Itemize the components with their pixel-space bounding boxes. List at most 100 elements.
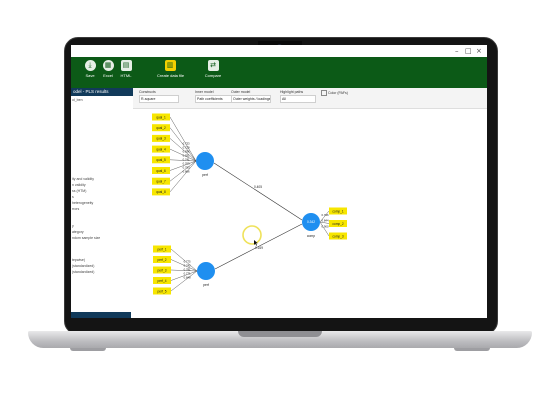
sidebar-item[interactable]: s (72, 195, 74, 199)
loading-arrow (319, 210, 330, 223)
path-arrow (213, 162, 303, 221)
indicator-box (152, 177, 170, 185)
sidebar-title: odel - PLS results (71, 88, 133, 96)
path-model-diagram: qual_10.733qual_20.729qual_30.836qual_40… (152, 113, 347, 295)
indicator-box (329, 232, 347, 240)
html-icon: ▤ (120, 60, 132, 71)
construct-node (196, 152, 214, 170)
loading-arrow (169, 160, 197, 182)
indicator-box (153, 266, 171, 274)
save-icon: ⤓ (84, 60, 96, 71)
loading-value: 0.836 (183, 149, 190, 153)
loading-value: 0.844 (322, 219, 329, 223)
title-bar: – □ × (71, 45, 487, 57)
minimize-icon[interactable]: – (455, 47, 459, 55)
sidebar-item[interactable]: ity and validity (72, 177, 94, 181)
sidebar-item[interactable]: rrors (72, 207, 80, 211)
color-checkbox[interactable]: Color (PAFs) (321, 90, 361, 96)
sidebar-item[interactable]: tepwise) (72, 258, 86, 262)
indicator-label: qual_5 (156, 158, 166, 162)
loading-value: 0.771 (184, 272, 191, 276)
sidebar-footer (71, 312, 131, 318)
constructs-control: Constructs R-square (139, 90, 179, 103)
construct-node (197, 262, 215, 280)
loading-arrow (169, 148, 197, 162)
save-button[interactable]: ⤓ Save (84, 60, 96, 78)
sidebar-item[interactable]: heterogeneity (72, 201, 94, 205)
loading-arrow (169, 160, 197, 171)
sidebar-item[interactable]: ategory (72, 230, 84, 234)
loading-value: 0.900 (322, 224, 329, 228)
sidebar-item[interactable]: n validity (72, 183, 86, 187)
compare-button[interactable]: ⇄ Compare (204, 60, 222, 78)
close-icon[interactable]: × (476, 47, 482, 55)
create-data-file-button[interactable]: ▥ Create data file (157, 60, 185, 78)
view-options-bar: Constructs R-square Inner model Path coe… (133, 88, 487, 109)
model-view: Constructs R-square Inner model Path coe… (133, 88, 487, 318)
create-data-file-icon: ▥ (164, 60, 176, 71)
loading-arrow (169, 160, 197, 193)
indicator-box (152, 167, 170, 174)
compare-icon: ⇄ (207, 60, 219, 71)
construct-value: 0.342 (307, 220, 315, 224)
loading-value: 0.742 (184, 264, 191, 268)
html-button[interactable]: ▤ HTML (120, 60, 132, 78)
outer-model-select[interactable]: Outer weights / loadings (231, 95, 271, 103)
loading-value: 0.866 (183, 170, 190, 174)
indicator-box (153, 256, 171, 263)
loading-value: 0.831 (183, 153, 190, 157)
indicator-label: qual_2 (156, 126, 166, 130)
loading-arrow (170, 248, 198, 272)
loading-arrow (169, 138, 197, 162)
indicator-label: perf_4 (157, 279, 166, 283)
construct-label: perf (202, 173, 208, 177)
construct-node (302, 213, 320, 231)
loading-value: 0.796 (322, 213, 329, 217)
indicator-box (152, 134, 170, 142)
loading-value: 0.775 (184, 260, 191, 264)
indicator-label: comp_3 (332, 234, 344, 238)
construct-label: comp (307, 234, 315, 238)
highlight-paths-select[interactable]: All (280, 95, 316, 103)
loading-arrow (170, 270, 198, 281)
results-sidebar: odel - PLS results ol_ben ity and validi… (71, 88, 133, 318)
sidebar-item[interactable]: ol_ben (72, 98, 83, 102)
laptop-base-notch (238, 331, 322, 337)
sidebar-item[interactable]: y (72, 224, 74, 228)
loading-value: 0.729 (183, 145, 190, 149)
indicator-label: qual_6 (156, 169, 166, 173)
indicator-box (329, 207, 347, 215)
loading-arrow (169, 159, 197, 162)
indicator-box (153, 277, 171, 284)
sidebar-item[interactable]: ss (HTM) (72, 189, 87, 193)
inner-model-control: Inner model Path coefficients (195, 90, 235, 103)
indicator-label: perf_5 (157, 289, 166, 293)
ribbon-toolbar: ⤓ Save ▦ Excel ▤ HTML ▥ Create data file… (71, 57, 487, 88)
outer-model-control: Outer model Outer weights / loadings (231, 90, 271, 103)
indicator-box (152, 188, 170, 196)
maximize-icon[interactable]: □ (465, 47, 472, 55)
indicator-label: perf_1 (157, 247, 166, 251)
excel-button[interactable]: ▦ Excel (102, 60, 114, 78)
checkbox-icon (321, 90, 327, 96)
constructs-select[interactable]: R-square (139, 95, 179, 103)
loading-arrow (170, 259, 198, 272)
path-coefficient: 0.405 (254, 185, 262, 189)
indicator-label: perf_3 (157, 268, 166, 272)
indicator-box (152, 145, 170, 153)
sidebar-item[interactable]: (standardized) (72, 270, 95, 274)
laptop-foot (70, 348, 106, 351)
loading-arrow (169, 116, 197, 162)
loading-arrow (319, 221, 330, 224)
loading-arrow (169, 127, 197, 162)
laptop-foot (454, 348, 490, 351)
sidebar-item[interactable]: ndom sample size (72, 236, 101, 240)
path-coefficient: 0.169 (255, 246, 263, 250)
cursor-icon (254, 240, 258, 246)
inner-model-select[interactable]: Path coefficients (195, 95, 235, 103)
indicator-label: perf_2 (157, 258, 166, 262)
indicator-box (329, 220, 347, 227)
indicator-label: qual_3 (156, 137, 166, 141)
sidebar-item[interactable]: (standardized) (72, 264, 95, 268)
